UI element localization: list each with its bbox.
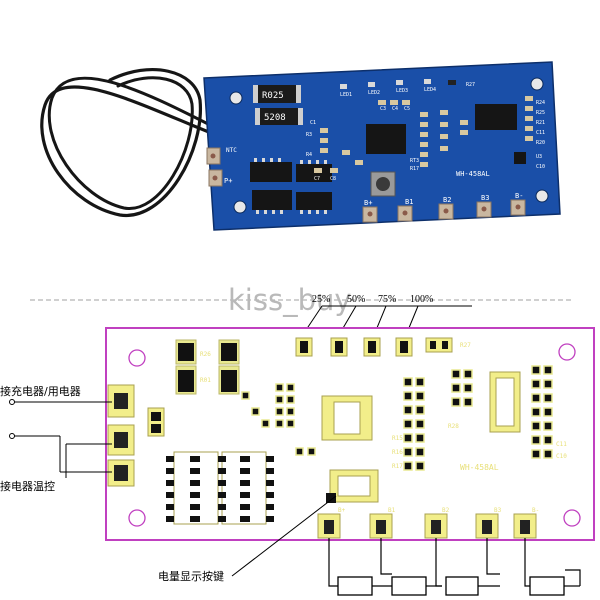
battery-cell-icon: [337, 576, 565, 596]
level-75-label: 75%: [378, 294, 396, 305]
button-leader-line: [231, 495, 337, 577]
pad-label: P+: [224, 177, 232, 185]
regulator-ic: [514, 152, 526, 164]
button-footprint: [326, 469, 379, 503]
connector-pad: [107, 384, 165, 487]
led-indicators: [340, 79, 456, 89]
component-ref: R25: [536, 110, 545, 116]
shunt-resistor: 5208: [255, 108, 303, 125]
board-code: WH-458AL: [456, 170, 490, 178]
component-ref: C11: [536, 130, 545, 136]
pad-label: B1: [405, 198, 413, 206]
pad-label: B+: [338, 507, 346, 514]
charger-temp-label: 接电器温控: [0, 479, 55, 493]
smd-components: [314, 96, 533, 173]
footprint-label: R28: [448, 423, 459, 430]
component-ref: LED2: [368, 90, 380, 96]
component-ref: U3: [536, 154, 542, 160]
component-ref: R24: [536, 100, 545, 106]
component-ref: C7: [314, 176, 320, 182]
component-ref: R3: [306, 132, 312, 138]
controller-ic: [366, 124, 406, 154]
pad-label: NTC: [226, 147, 237, 154]
shunt-resistor: R025: [253, 85, 301, 103]
pcb-photo: R025 5208: [40, 61, 561, 231]
level-display-button: [370, 171, 396, 197]
component-ref: C10: [536, 164, 545, 170]
resistor-label: R025: [262, 91, 284, 101]
level-100-label: 100%: [410, 294, 433, 305]
mosfet-footprint: [173, 451, 267, 525]
footprint-label: R27: [460, 342, 471, 349]
footprint-label: R01: [200, 377, 211, 384]
pad-holes: [210, 153, 521, 217]
footprint-label: C10: [556, 453, 567, 460]
component-ref: R27: [466, 82, 475, 88]
component-ref: LED3: [396, 88, 408, 94]
led-footprint: R27: [295, 337, 471, 357]
component-ref: LED4: [424, 87, 436, 93]
component-ref: C5: [404, 106, 410, 112]
pad-label: B3: [481, 194, 489, 202]
wire-terminal-icon: [9, 399, 15, 439]
pad-label: B-: [532, 507, 539, 514]
component-ref: R21: [536, 120, 545, 126]
ic-footprint: [321, 371, 521, 441]
mounting-hole-icon: [229, 77, 549, 214]
component-ref: R17: [410, 166, 419, 172]
footprint-label: R17: [392, 463, 403, 470]
chip-pins: [254, 158, 327, 214]
battery-chain-wires: [328, 538, 581, 587]
shunt-footprint: R26 R01: [175, 339, 240, 395]
level-button-label: 电量显示按键: [158, 569, 224, 583]
component-ref: C8: [330, 176, 336, 182]
cell-pad: [317, 513, 537, 539]
component-ref: C4: [392, 106, 398, 112]
pad-label: B-: [515, 192, 523, 200]
resistor-label: 5208: [264, 113, 286, 123]
component-ref: R20: [536, 140, 545, 146]
controller-ic: [475, 104, 517, 130]
footprint-label: R26: [200, 351, 211, 358]
watermark-text: kiss_buy: [228, 283, 352, 317]
component-ref: R4: [306, 152, 312, 158]
pad-label: B2: [443, 196, 451, 204]
wiring-diagram: kiss_buy 25% 50% 75% 100%: [0, 283, 595, 596]
mounting-hole-icon: [128, 343, 581, 527]
board-code: WH-458AL: [460, 463, 499, 472]
pad-label: B1: [388, 507, 396, 514]
resistor-array-footprint: [241, 365, 553, 471]
pad-label: B+: [364, 199, 372, 207]
component-ref: RT3: [410, 158, 419, 164]
level-50-label: 50%: [347, 294, 365, 305]
component-ref: C1: [310, 120, 316, 126]
component-ref: LED1: [340, 92, 352, 98]
component-ref: C3: [380, 106, 386, 112]
footprint-label: R16: [392, 449, 403, 456]
external-wiring: [14, 401, 112, 478]
pad-label: B3: [494, 507, 502, 514]
footprint-label: R15: [392, 435, 403, 442]
mosfet-pads: [166, 456, 274, 522]
footprint-label: C11: [556, 441, 567, 448]
pad-label: B2: [442, 507, 450, 514]
level-25-label: 25%: [312, 294, 330, 305]
charger-load-label: 接充电器/用电器: [0, 384, 81, 398]
